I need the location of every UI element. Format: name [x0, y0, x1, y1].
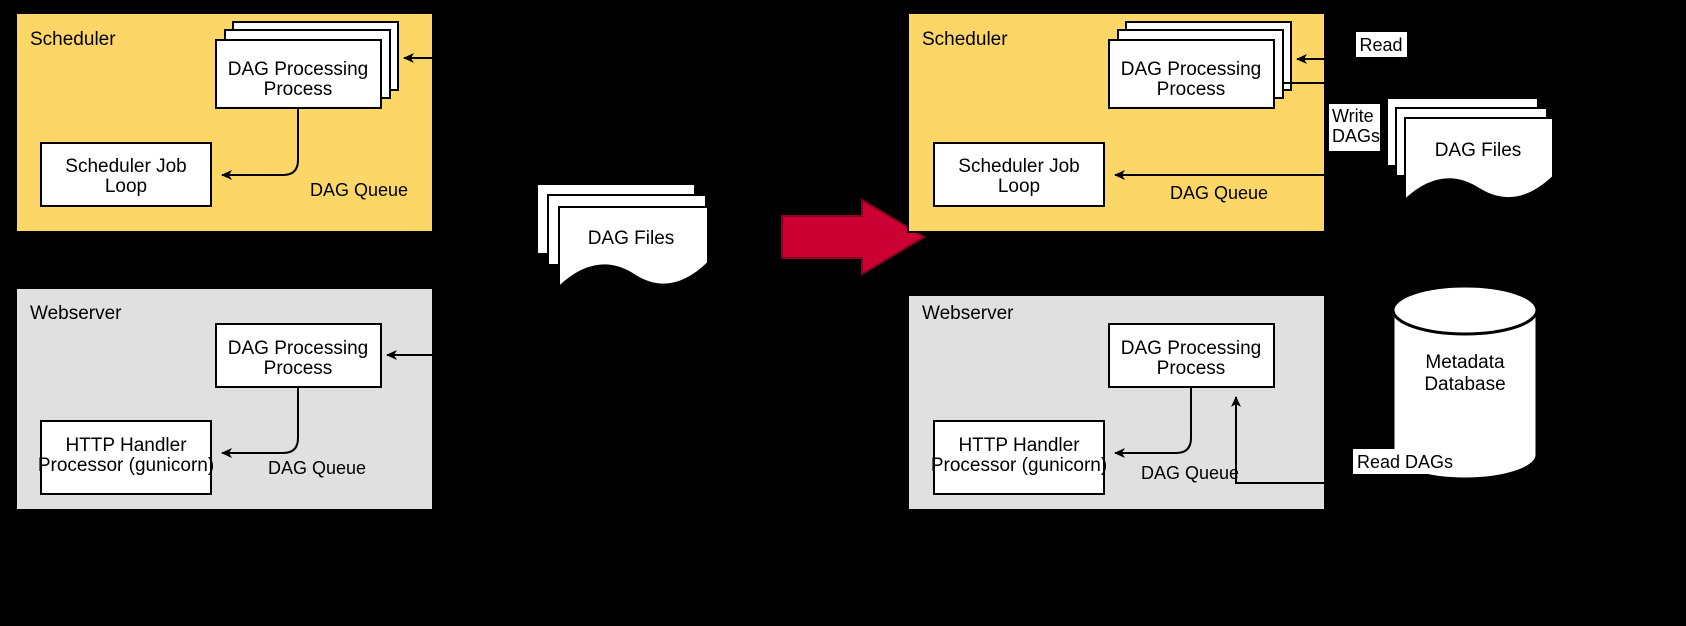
right-scheduler-dpp-label-1: DAG Processing: [1121, 59, 1261, 80]
right-scheduler-dag-queue-label: DAG Queue: [1170, 183, 1268, 203]
right-webserver-dag-queue-edge: [1114, 387, 1192, 458]
left-scheduler-dag-queue-edge: [221, 108, 299, 180]
right-webserver-dag-queue-label: DAG Queue: [1141, 463, 1239, 483]
right-write-dags-label-group: Write DAGs: [1329, 104, 1380, 151]
right-scheduler-job-loop: Scheduler Job Loop: [933, 142, 1105, 207]
left-webserver-title: Webserver: [30, 303, 122, 324]
right-ws-dpp-label-1: DAG Processing: [1121, 338, 1261, 359]
left-scheduler-job-loop: Scheduler Job Loop: [40, 142, 212, 207]
right-ws-dpp-label-2: Process: [1157, 358, 1226, 379]
right-sjl-label-2: Loop: [998, 176, 1040, 197]
left-scheduler-dpp-label-2: Process: [264, 79, 333, 100]
left-ws-dpp-label-1: DAG Processing: [228, 338, 368, 359]
left-scheduler-dag-processing-process: DAG Processing Process: [215, 21, 399, 109]
right-webserver-http-handler: HTTP Handler Processor (gunicorn): [931, 420, 1107, 495]
right-read-dags-label: Read DAGs: [1357, 452, 1453, 472]
left-webserver-dag-queue-edge: [221, 387, 299, 458]
right-read-label-group: Read: [1356, 32, 1407, 57]
red-transition-arrow: [781, 198, 926, 276]
left-sjl-label-1: Scheduler Job: [65, 156, 186, 177]
right-read-dags-label-group: Read DAGs: [1353, 449, 1453, 474]
right-scheduler-dpp-label-2: Process: [1157, 79, 1226, 100]
metadata-database-label-1: Metadata: [1425, 352, 1505, 373]
right-sjl-label-1: Scheduler Job: [958, 156, 1079, 177]
left-webserver-dag-processing-process: DAG Processing Process: [215, 323, 382, 388]
left-scheduler-title: Scheduler: [30, 29, 116, 50]
left-webserver-http-handler: HTTP Handler Processor (gunicorn): [38, 420, 214, 495]
left-ws-http-label-1: HTTP Handler: [65, 435, 187, 456]
left-scheduler-dpp-label-1: DAG Processing: [228, 59, 368, 80]
right-read-dags-edge: [1231, 396, 1425, 484]
right-read-label: Read: [1359, 35, 1402, 55]
left-webserver-dag-queue-label: DAG Queue: [268, 458, 366, 478]
right-dag-files: DAG Files: [1386, 97, 1554, 203]
center-dag-files-label: DAG Files: [588, 228, 675, 249]
right-write-dags-label-2: DAGs: [1332, 126, 1380, 146]
left-scheduler-dag-queue-label: DAG Queue: [310, 180, 408, 200]
right-scheduler-dag-processing-process: DAG Processing Process: [1108, 21, 1292, 109]
left-sjl-label-2: Loop: [105, 176, 147, 197]
right-ws-http-label-1: HTTP Handler: [958, 435, 1080, 456]
right-dag-files-label: DAG Files: [1435, 140, 1522, 161]
right-ws-http-label-2: Processor (gunicorn): [931, 455, 1107, 476]
right-webserver-dag-processing-process: DAG Processing Process: [1108, 323, 1275, 388]
right-write-dags-label-1: Write: [1332, 106, 1374, 126]
metadata-database-label-2: Database: [1424, 374, 1505, 395]
left-ws-http-label-2: Processor (gunicorn): [38, 455, 214, 476]
metadata-database: Metadata Database: [1391, 284, 1539, 481]
right-scheduler-title: Scheduler: [922, 29, 1008, 50]
left-ws-dpp-label-2: Process: [264, 358, 333, 379]
right-webserver-title: Webserver: [922, 303, 1014, 324]
center-dag-files: DAG Files: [536, 183, 709, 290]
